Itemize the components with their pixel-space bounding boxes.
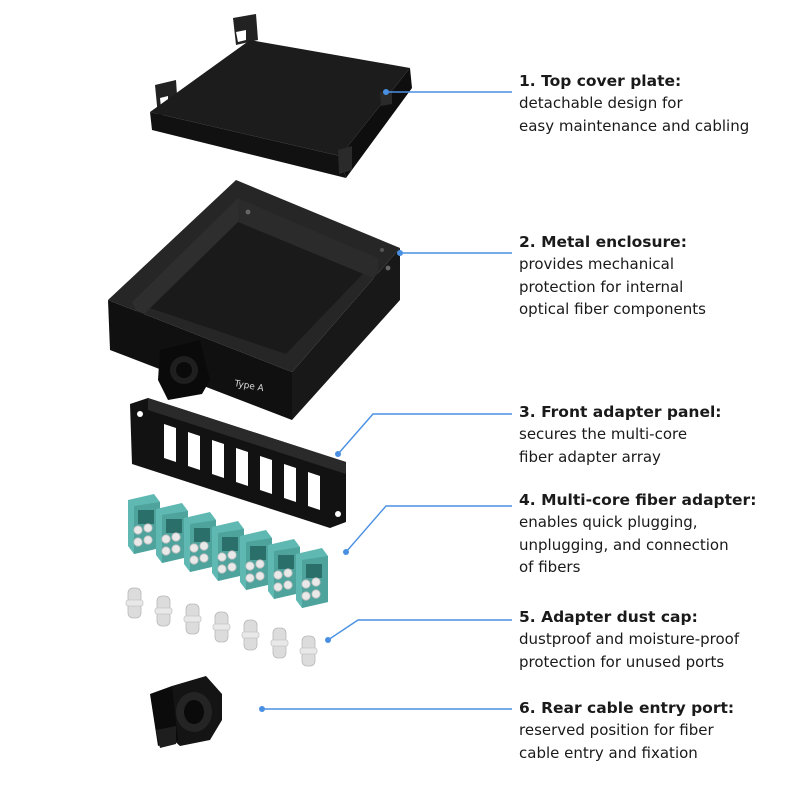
dust-cap <box>154 595 173 627</box>
fiber-adapter <box>156 503 188 563</box>
fiber-adapter <box>184 512 216 572</box>
metal-enclosure: Type A <box>108 180 400 420</box>
multi-core-fiber-adapters <box>128 494 328 608</box>
dust-cap <box>125 587 144 619</box>
callout-desc-line: protection for internal <box>519 277 684 296</box>
callout-adapter-dust-cap: 5. Adapter dust cap: dustproof and moist… <box>519 606 794 673</box>
top-cover-plate <box>150 14 412 178</box>
dust-cap <box>270 627 289 659</box>
rear-cable-entry-port <box>150 676 222 748</box>
callout-desc-line: easy maintenance and cabling <box>519 116 750 135</box>
adapter-dust-caps <box>125 587 318 667</box>
callout-desc-line: detachable design for <box>519 94 683 112</box>
fiber-adapter <box>268 539 300 599</box>
leader-line-5 <box>325 619 512 643</box>
callout-title: 1. Top cover plate: <box>519 72 682 90</box>
callout-desc-line: unplugging, and connection <box>519 535 729 554</box>
callout-front-adapter-panel: 3. Front adapter panel: secures the mult… <box>519 401 794 468</box>
dust-cap <box>212 611 231 643</box>
fiber-adapter <box>296 548 328 608</box>
fiber-adapter <box>128 494 160 554</box>
callout-title: 6. Rear cable entry port: <box>519 699 735 717</box>
leader-line-2 <box>397 250 512 256</box>
callout-desc-line: secures the multi-core <box>519 425 688 443</box>
dust-cap <box>299 635 318 667</box>
leader-line-1 <box>383 89 512 95</box>
fiber-adapter <box>212 521 244 581</box>
leader-lines <box>259 89 512 712</box>
callout-title: 5. Adapter dust cap: <box>519 608 698 626</box>
callout-title: 2. Metal enclosure: <box>519 233 687 251</box>
dust-cap <box>183 603 202 635</box>
callout-desc-line: protection for unused ports <box>519 652 725 671</box>
callout-multi-core-fiber-adapter: 4. Multi-core fiber adapter: enables qui… <box>519 489 794 579</box>
callout-desc-line: of fibers <box>519 558 581 576</box>
leader-line-4 <box>343 505 512 555</box>
callout-title: 3. Front adapter panel: <box>519 403 722 421</box>
leader-line-3 <box>335 413 512 457</box>
leader-line-6 <box>259 706 512 712</box>
callout-desc-line: fiber adapter array <box>519 447 661 466</box>
dust-cap <box>241 619 260 651</box>
fiber-adapter <box>240 530 272 590</box>
callout-desc-line: dustproof and moisture-proof <box>519 630 740 648</box>
callout-metal-enclosure: 2. Metal enclosure: provides mechanical … <box>519 231 794 321</box>
callout-top-cover-plate: 1. Top cover plate: detachable design fo… <box>519 70 794 137</box>
callout-desc-line: optical fiber components <box>519 300 706 318</box>
callout-title: 4. Multi-core fiber adapter: <box>519 491 757 509</box>
callout-desc-line: reserved position for fiber <box>519 721 714 739</box>
callout-desc-line: enables quick plugging, <box>519 513 698 531</box>
callout-rear-cable-entry-port: 6. Rear cable entry port: reserved posit… <box>519 697 794 764</box>
front-adapter-panel <box>130 398 346 528</box>
callout-desc-line: cable entry and fixation <box>519 743 698 762</box>
callout-desc-line: provides mechanical <box>519 255 674 273</box>
